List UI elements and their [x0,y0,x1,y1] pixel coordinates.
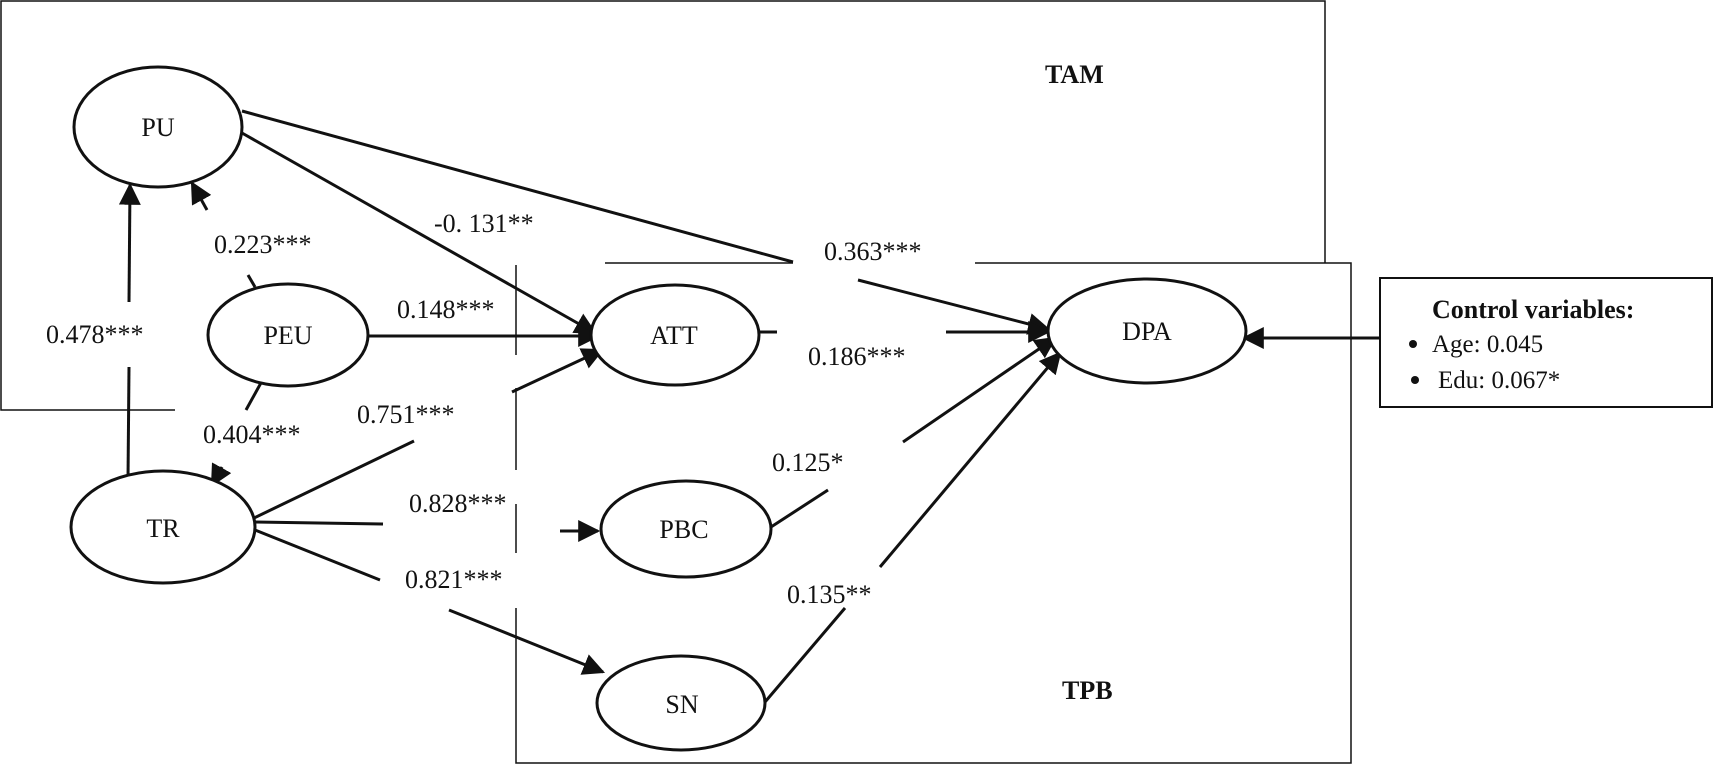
node-att [589,283,761,387]
arrow-peu-tr [244,380,264,411]
node-peu-label: PEU [263,321,312,350]
tam-region [0,0,1326,411]
arrow-pu-dpa [241,109,794,264]
coef-tr-sn: 0.821*** [405,565,503,594]
arrow-peu-pu-lower [246,274,257,288]
coef-tr-pu: 0.478*** [46,320,144,349]
node-dpa [1046,277,1248,385]
arrow-tr-att [253,439,415,520]
arrow-tr-sn-end [448,608,606,675]
tam-label: TAM [1045,60,1104,89]
arrow-tr-att-end [511,348,604,394]
nodes [69,65,1248,752]
arrow-sn-dpa [763,607,847,703]
node-pbc-label: PBC [659,515,708,544]
arrow-pu-att [241,131,597,335]
node-pu-label: PU [141,113,174,142]
bullet-icon [1411,376,1419,384]
arrow-pu-dpa-end [857,278,1051,335]
node-pbc [599,479,773,579]
coef-sn-dpa: 0.135** [787,580,872,609]
node-pu [72,65,244,189]
coef-peu-att: 0.148*** [397,295,495,324]
arrow-tr-pbc [254,520,384,526]
tpb-region [515,262,1352,764]
coef-peu-pu: 0.223*** [214,230,312,259]
coef-pbc-dpa: 0.125* [772,448,844,477]
arrow-tr-sn [254,528,381,582]
control-variables-border [1379,277,1713,408]
control-variables-title: Control variables: [1432,295,1634,324]
arrow-pbc-dpa-end [902,336,1057,444]
node-tr-label: TR [146,514,180,543]
node-sn [595,654,767,752]
coef-tr-pbc: 0.828*** [409,489,507,518]
arrow-tr-pu [126,366,131,481]
coef-pu-att: -0. 131** [434,209,534,238]
tpb-region-border [515,262,1352,764]
bullet-icon [1409,340,1417,348]
control-item-edu: Edu: 0.067* [1438,367,1560,394]
coef-att-dpa: 0.186*** [808,342,906,371]
control-variables-box: Control variables: Age: 0.045 Edu: 0.067… [1379,277,1713,408]
tpb-label: TPB [1062,676,1113,705]
arrow-sn-dpa-end [878,351,1062,568]
node-att-label: ATT [650,321,698,350]
arrow-tr-pu-upper [118,182,141,303]
arrow-peu-pu [190,181,212,211]
coef-peu-tr: 0.404*** [203,420,301,449]
coef-tr-att: 0.751*** [357,400,455,429]
coef-pu-dpa: 0.363*** [824,237,922,266]
node-peu [206,282,370,388]
control-item-age: Age: 0.045 [1432,331,1543,358]
path-arrows [118,109,1380,703]
node-tr [69,469,257,585]
node-sn-label: SN [665,690,698,719]
tam-region-border [0,0,1326,411]
arrow-pbc-dpa [770,488,829,529]
node-dpa-label: DPA [1122,317,1172,346]
